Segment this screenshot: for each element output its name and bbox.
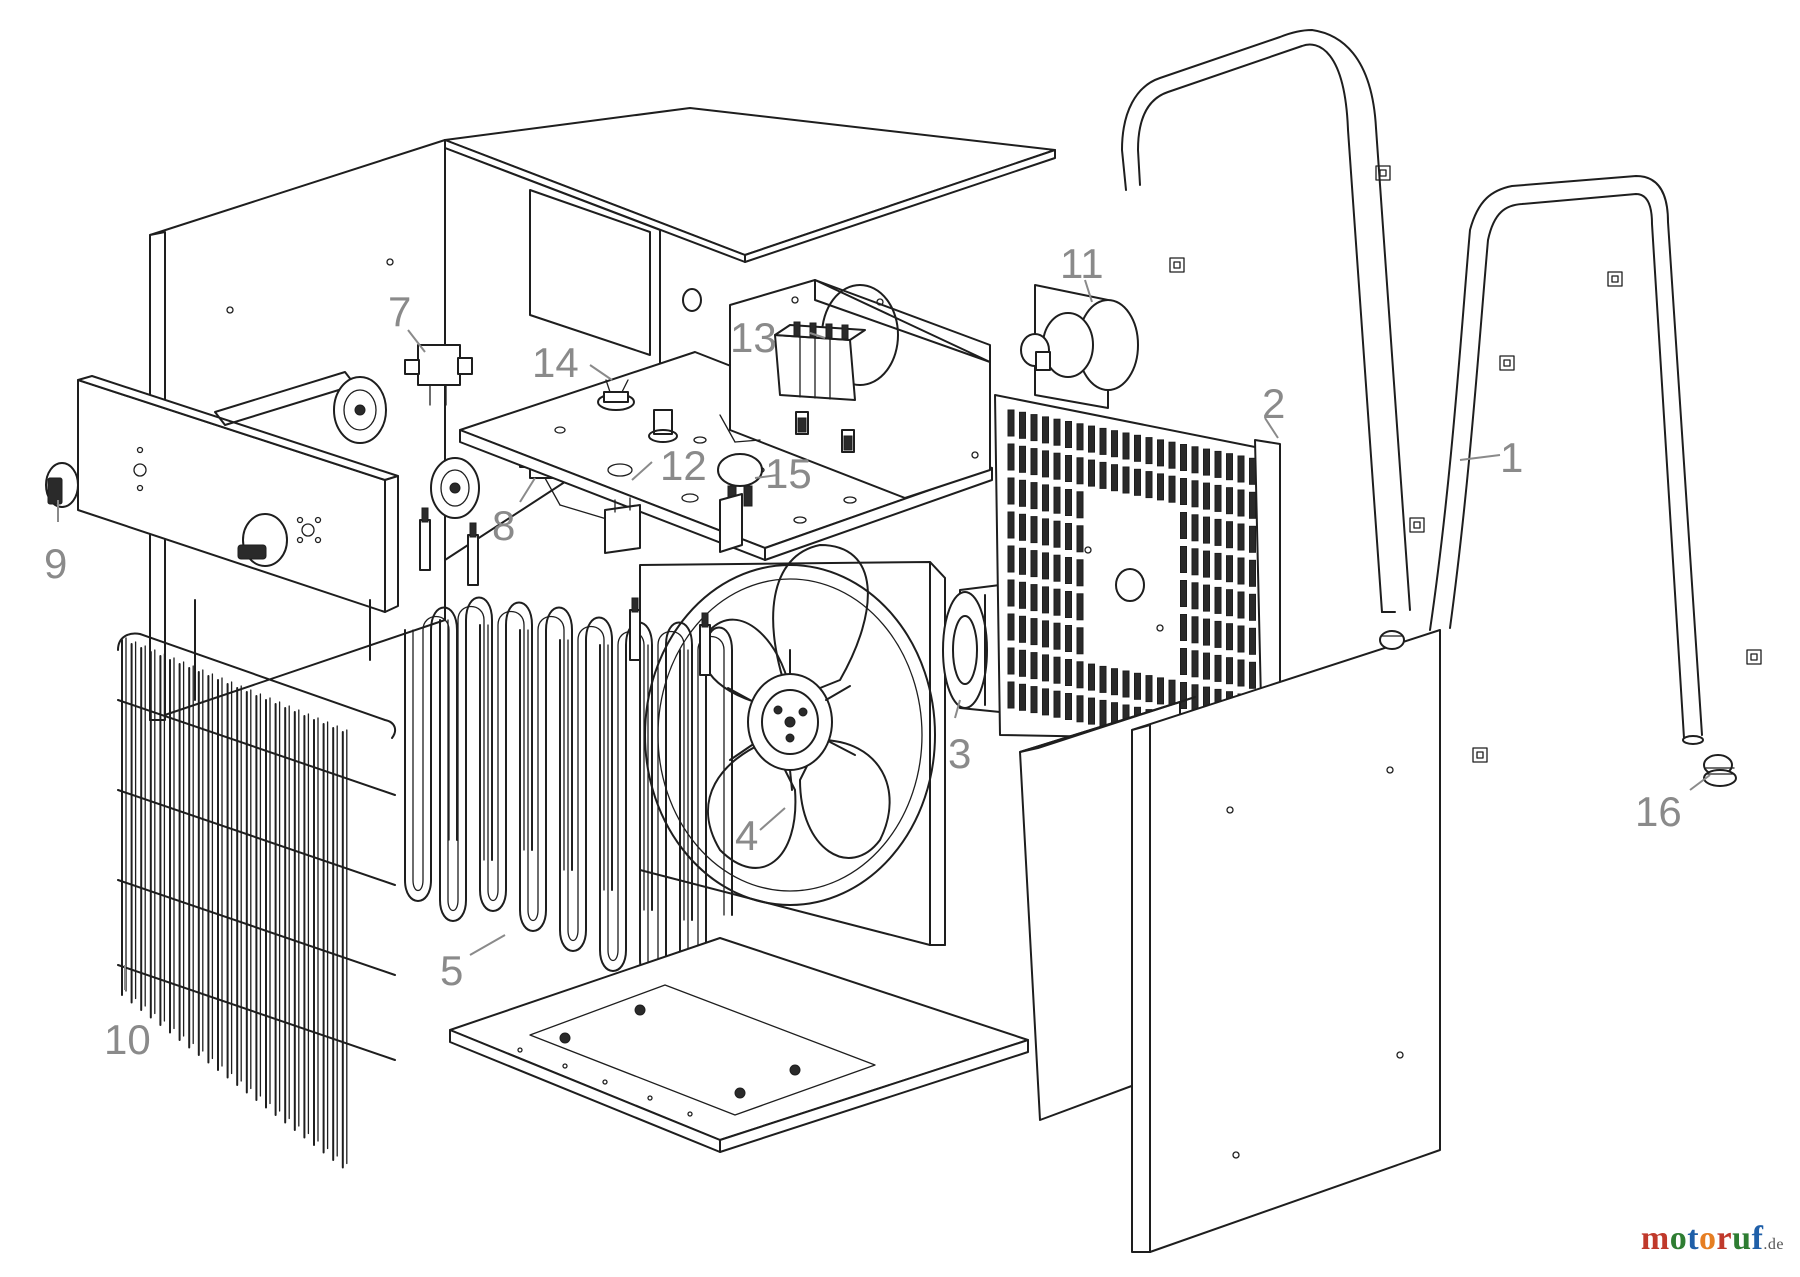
heating-tube-inner [567,625,605,942]
callout-3: 3 [948,730,971,777]
tube-terminal-tip [631,597,639,613]
round-thermostat-upper [333,376,387,444]
front-end-panel-outer [1131,629,1441,1253]
handle-frame-front-1 [1429,175,1704,745]
selector-knob [237,513,288,567]
tube-terminal-tip [421,507,429,523]
heating-tube-inner [527,615,565,922]
watermark-letter: o [1669,1220,1688,1257]
heating-tube [559,616,613,952]
watermark-letter: f [1751,1220,1764,1257]
watermark-logo: motoruf.de [1641,1220,1784,1258]
grille-crosswire [117,964,396,1061]
connectors-on-plate [795,411,855,453]
callout-8: 8 [492,502,515,549]
callout-11: 11 [1060,240,1104,287]
callout-7: 7 [388,288,411,335]
top-cover-panel [444,107,1056,263]
callout-15: 15 [765,450,812,497]
grille-crosswire [117,879,396,976]
callout-12: 12 [660,442,707,489]
rubber-foot-rear [1379,630,1405,650]
control-panel [77,371,399,701]
heating-tube-inner [447,605,485,912]
callout-10: 10 [104,1016,151,1063]
callout-1: 1 [1500,434,1523,481]
tube-terminal-tip [469,522,477,538]
tube-terminal [467,534,479,586]
tube-terminal-tip [701,612,709,628]
callout-4: 4 [735,812,758,859]
callout-labels: 1 2 3 4 5 7 8 9 10 11 12 13 14 15 16 [44,240,1682,1063]
tube-terminal [699,624,711,676]
watermark-letter: u [1732,1220,1752,1257]
bracket-12 [604,493,743,554]
round-thermostat-lower [430,457,480,519]
watermark-letter: t [1687,1220,1700,1257]
tube-terminal [629,609,641,661]
callout-5: 5 [440,947,463,994]
heating-tube [479,601,533,912]
heating-tube [599,621,653,972]
rubber-foot-16 [1703,754,1737,787]
square-nut [1169,165,1762,763]
grille-top-rail [117,632,397,739]
callout-14: 14 [532,339,579,386]
heating-tube-inner [487,610,525,902]
terminal-block-13 [774,321,866,401]
watermark-letter: r [1716,1220,1733,1257]
grille-crosswire [117,699,396,796]
heating-tube [519,606,573,932]
callout-9: 9 [44,540,67,587]
watermark-letter: o [1699,1220,1717,1257]
heating-tube [404,606,458,902]
callout-13: 13 [730,314,777,361]
heating-tube [439,596,493,922]
callout-16: 16 [1635,788,1682,835]
callout-2: 2 [1262,380,1285,427]
rotary-knob-9 [45,462,79,508]
thermostat-14 [597,379,635,411]
round-thermostat-11 [1020,284,1139,409]
fan-blade-4 [701,544,891,869]
handle-frame-rear [1121,29,1411,613]
front-grille-10 [117,632,397,1169]
callout-leaders [57,279,1711,990]
watermark-text: motoruf [1641,1220,1764,1257]
watermark-letter: m [1640,1220,1670,1257]
watermark-suffix: .de [1763,1236,1784,1253]
grille-crosswire [117,789,396,886]
base-tray [449,937,1029,1153]
tube-terminal [419,519,431,571]
thermal-fuse-12 [648,409,761,443]
heating-tube-inner [412,615,450,892]
